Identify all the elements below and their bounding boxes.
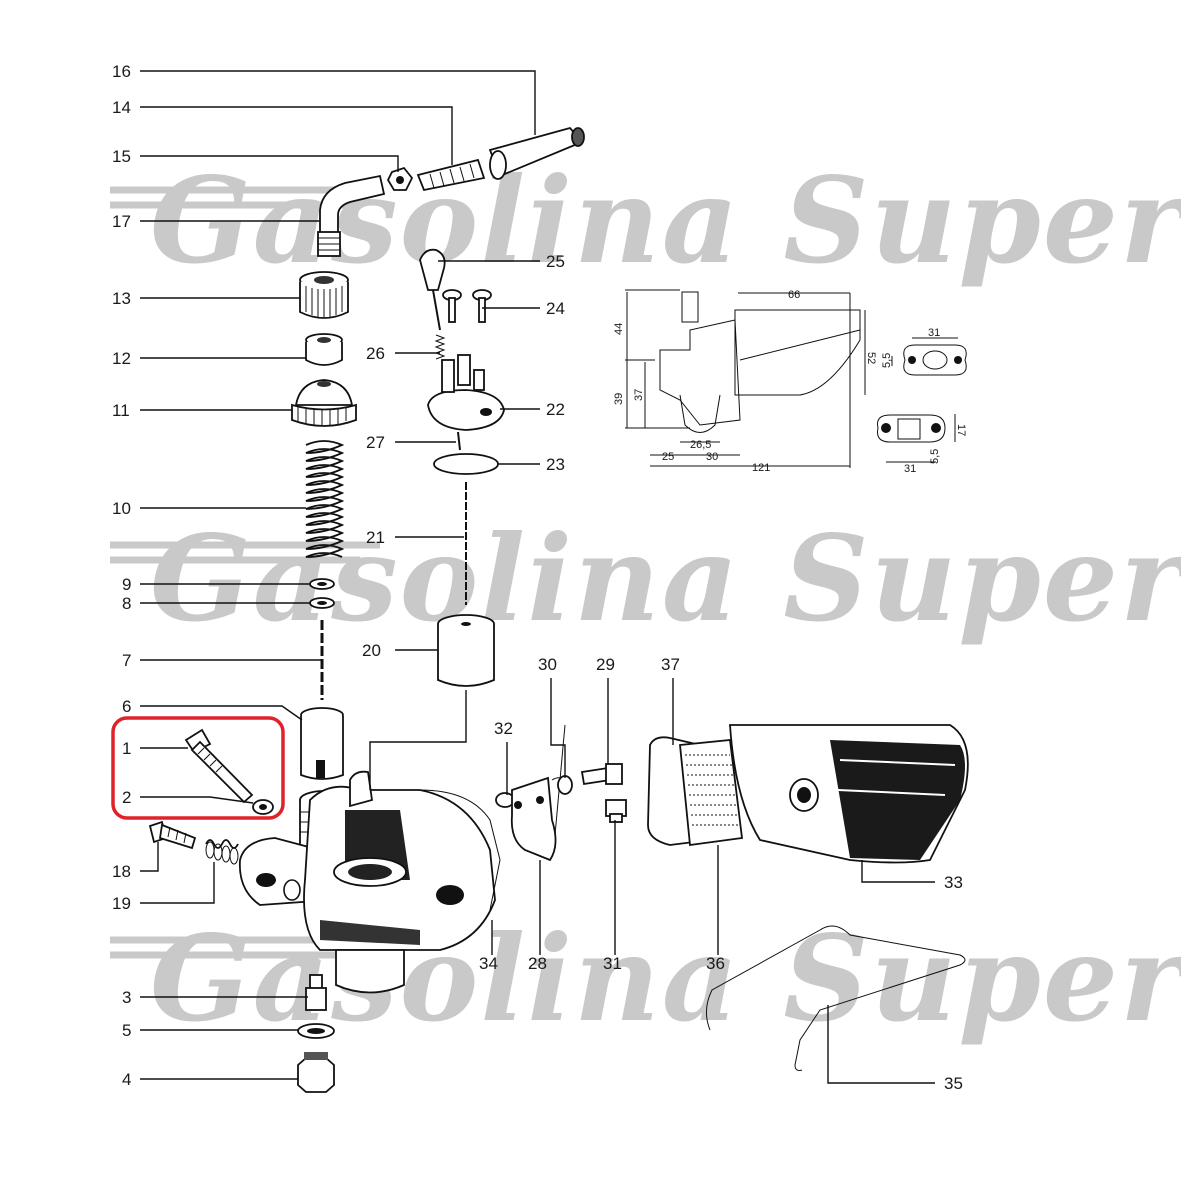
dim-flange-top-width: 31 — [928, 327, 940, 339]
leader-lines — [140, 70, 935, 1084]
part-31-screw — [605, 799, 627, 823]
part-33-air-filter-housing — [729, 724, 969, 864]
dim-flange-bottom-height: 17 — [955, 424, 967, 436]
part-14-adjuster-screw — [416, 158, 486, 192]
callout-1: 1 — [122, 739, 131, 758]
part-36-filter-mesh — [679, 739, 744, 847]
dim-52: 52 — [865, 352, 877, 364]
callout-29: 29 — [596, 655, 615, 674]
part-3-main-jet — [305, 974, 327, 1011]
callout-2: 2 — [122, 788, 131, 807]
part-11-mixing-chamber-top — [291, 379, 357, 427]
callout-13: 13 — [112, 289, 131, 308]
dim-66: 66 — [788, 289, 800, 301]
callout-35: 35 — [944, 1074, 963, 1093]
callout-34: 34 — [479, 954, 498, 973]
callout-15: 15 — [112, 147, 131, 166]
callout-37: 37 — [661, 655, 680, 674]
dim-37: 37 — [633, 389, 645, 401]
highlight-box — [111, 716, 285, 820]
callout-7: 7 — [122, 651, 131, 670]
part-5-gasket — [297, 1023, 335, 1039]
part-13-top-cap — [299, 271, 349, 319]
callout-31: 31 — [603, 954, 622, 973]
callout-23: 23 — [546, 455, 565, 474]
dim-121: 121 — [752, 462, 770, 474]
callout-16: 16 — [112, 62, 131, 81]
part-26-tickler-spring — [434, 334, 446, 360]
flange-drawing-top — [891, 337, 967, 376]
callout-17: 17 — [112, 212, 131, 231]
part-25-tickler-button — [419, 248, 446, 331]
callout-6: 6 — [122, 697, 131, 716]
part-27-pin — [457, 431, 461, 451]
callout-22: 22 — [546, 400, 565, 419]
watermark-group: Gasolina Super Gasolina Super Gasolina S… — [110, 151, 1181, 1048]
callout-32: 32 — [494, 719, 513, 738]
dim-39: 39 — [613, 393, 625, 405]
watermark-middle: Gasolina Super — [110, 509, 1181, 648]
dimension-drawing — [625, 289, 866, 468]
callout-14: 14 — [112, 98, 131, 117]
part-19-spring — [205, 839, 239, 865]
part-18-air-screw — [148, 820, 197, 850]
part-35-spring-clip — [706, 925, 966, 1071]
part-6-throttle-slide — [300, 707, 344, 780]
part-22-float-cover — [427, 354, 505, 431]
part-20-float — [437, 614, 495, 687]
callout-18: 18 — [112, 862, 131, 881]
callout-labels: 16 14 15 17 13 12 11 10 9 8 7 6 1 2 18 1… — [112, 62, 963, 1093]
dimension-labels: 66 44 52 39 37 26,5 25 30 121 31 5,5 31 … — [613, 289, 967, 475]
part-9-washer — [309, 578, 335, 590]
part-10-throttle-spring — [305, 440, 345, 558]
callout-3: 3 — [122, 988, 131, 1007]
part-2-o-ring — [252, 799, 274, 815]
part-17-cable-elbow — [317, 174, 386, 257]
callout-26: 26 — [366, 344, 385, 363]
flange-drawing-bottom — [877, 414, 956, 463]
callout-5: 5 — [122, 1021, 131, 1040]
callout-28: 28 — [528, 954, 547, 973]
part-34-clip-wire — [419, 789, 501, 911]
dim-flange-top-height: 5,5 — [881, 353, 893, 368]
callout-9: 9 — [122, 575, 131, 594]
callout-36: 36 — [706, 954, 725, 973]
callout-25: 25 — [546, 252, 565, 271]
part-15-nut — [386, 166, 414, 191]
carburetor-body — [238, 770, 496, 994]
callout-27: 27 — [366, 433, 385, 452]
part-24-screws — [442, 289, 492, 323]
callout-11: 11 — [112, 401, 130, 420]
callout-33: 33 — [944, 873, 963, 892]
part-8-clip — [309, 597, 335, 609]
part-4-jet-holder — [297, 1052, 335, 1093]
part-1-idle-screw — [184, 728, 254, 804]
dim-flange-bottom-width: 31 — [904, 463, 916, 475]
dim-25: 25 — [662, 451, 674, 463]
callout-30: 30 — [538, 655, 557, 674]
callout-24: 24 — [546, 299, 565, 318]
dim-flange-bottom-hole: 5,5 — [929, 449, 941, 464]
callout-19: 19 — [112, 894, 131, 913]
part-16-cable-sleeve — [488, 126, 585, 180]
part-28-lever-plate — [510, 776, 557, 862]
watermark-text-middle: Gasolina Super — [150, 509, 1181, 648]
callout-12: 12 — [112, 349, 131, 368]
watermark-bottom: Gasolina Super — [110, 909, 1181, 1048]
dim-44: 44 — [613, 323, 625, 335]
part-23-gasket-ring — [433, 453, 499, 475]
callout-4: 4 — [122, 1070, 131, 1089]
callout-20: 20 — [362, 641, 381, 660]
part-29-screw — [580, 763, 623, 786]
callout-10: 10 — [112, 499, 131, 518]
part-12-guide-nut — [305, 333, 343, 366]
dim-30: 30 — [706, 451, 718, 463]
callout-21: 21 — [366, 528, 385, 547]
part-30-spring-wire — [551, 724, 573, 836]
dim-26-5: 26,5 — [690, 439, 711, 451]
callout-8: 8 — [122, 594, 131, 613]
